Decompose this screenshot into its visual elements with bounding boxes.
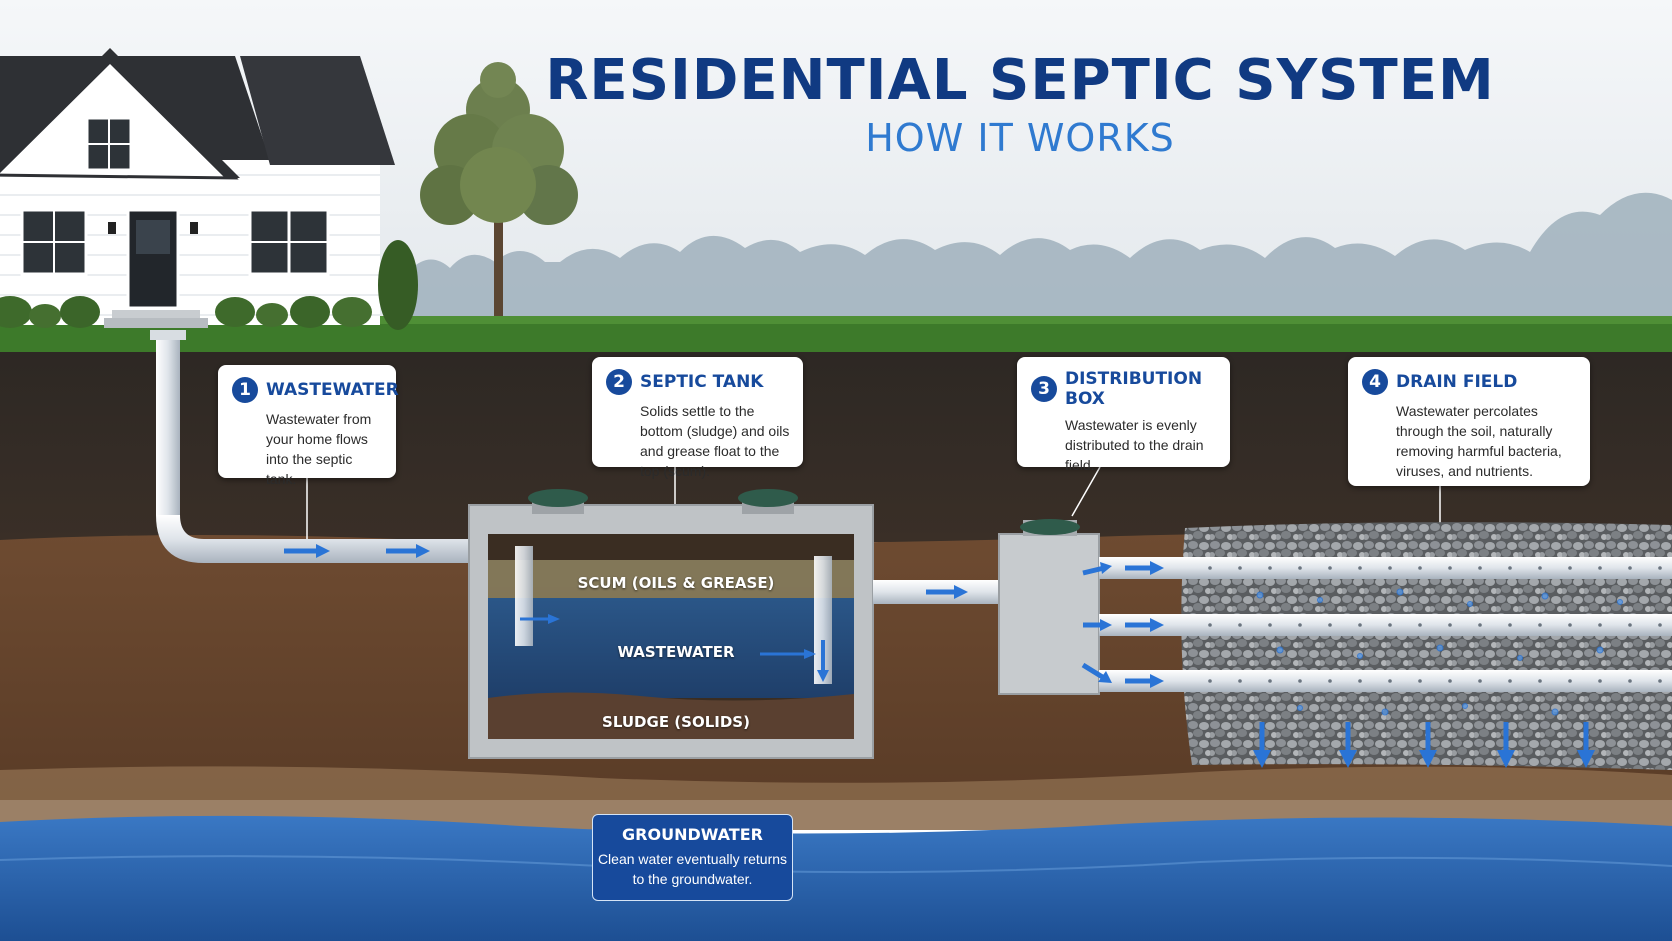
callout-drain-field: 4 DRAIN FIELD Wastewater percolates thro… [1348, 357, 1590, 486]
house-illustration [0, 48, 418, 330]
callout-description: Wastewater percolates through the soil, … [1396, 403, 1562, 479]
step-number-badge: 4 [1362, 369, 1388, 395]
callout-title: WASTEWATER [266, 380, 399, 400]
percolation-arrows [1253, 588, 1623, 768]
page-title: RESIDENTIAL SEPTIC SYSTEM [545, 48, 1495, 113]
step-number-badge: 1 [232, 377, 258, 403]
step-number-badge: 3 [1031, 376, 1057, 402]
callout-description: Solids settle to the bottom (sludge) and… [640, 403, 790, 479]
tank-label-wastewater: WASTEWATER [617, 643, 735, 661]
tree-illustration [420, 62, 578, 322]
septic-tank-illustration [468, 489, 874, 759]
groundwater-callout: GROUNDWATER Clean water eventually retur… [592, 814, 793, 901]
sand-layer [0, 766, 1672, 830]
callout-distribution-box: 3 DISTRIBUTION BOX Wastewater is evenly … [1017, 357, 1230, 473]
callout-title: DRAIN FIELD [1396, 372, 1518, 392]
callout-title: DISTRIBUTION BOX [1065, 369, 1203, 409]
callout-wastewater: 1 WASTEWATER Wastewater from your home f… [218, 365, 399, 487]
drain-field-laterals [1099, 557, 1672, 692]
callout-title: SEPTIC TANK [640, 372, 764, 392]
groundwater-description: Clean water eventually returns to the gr… [597, 851, 788, 887]
drain-field-gravel [1181, 522, 1672, 770]
groundwater-title: GROUNDWATER [622, 825, 763, 844]
page-subtitle: HOW IT WORKS [865, 116, 1175, 160]
callout-description: Wastewater is evenly distributed to the … [1065, 417, 1204, 473]
distant-tree-line [410, 192, 1672, 320]
tank-label-scum: SCUM (OILS & GREASE) [577, 574, 775, 592]
callout-septic-tank: 2 SEPTIC TANK Solids settle to the botto… [592, 357, 803, 479]
tank-label-sludge: SLUDGE (SOLIDS) [602, 713, 750, 731]
groundwater-layer [0, 815, 1672, 941]
callout-description: Wastewater from your home flows into the… [266, 411, 372, 487]
flow-arrows [284, 544, 1164, 688]
step-number-badge: 2 [606, 369, 632, 395]
